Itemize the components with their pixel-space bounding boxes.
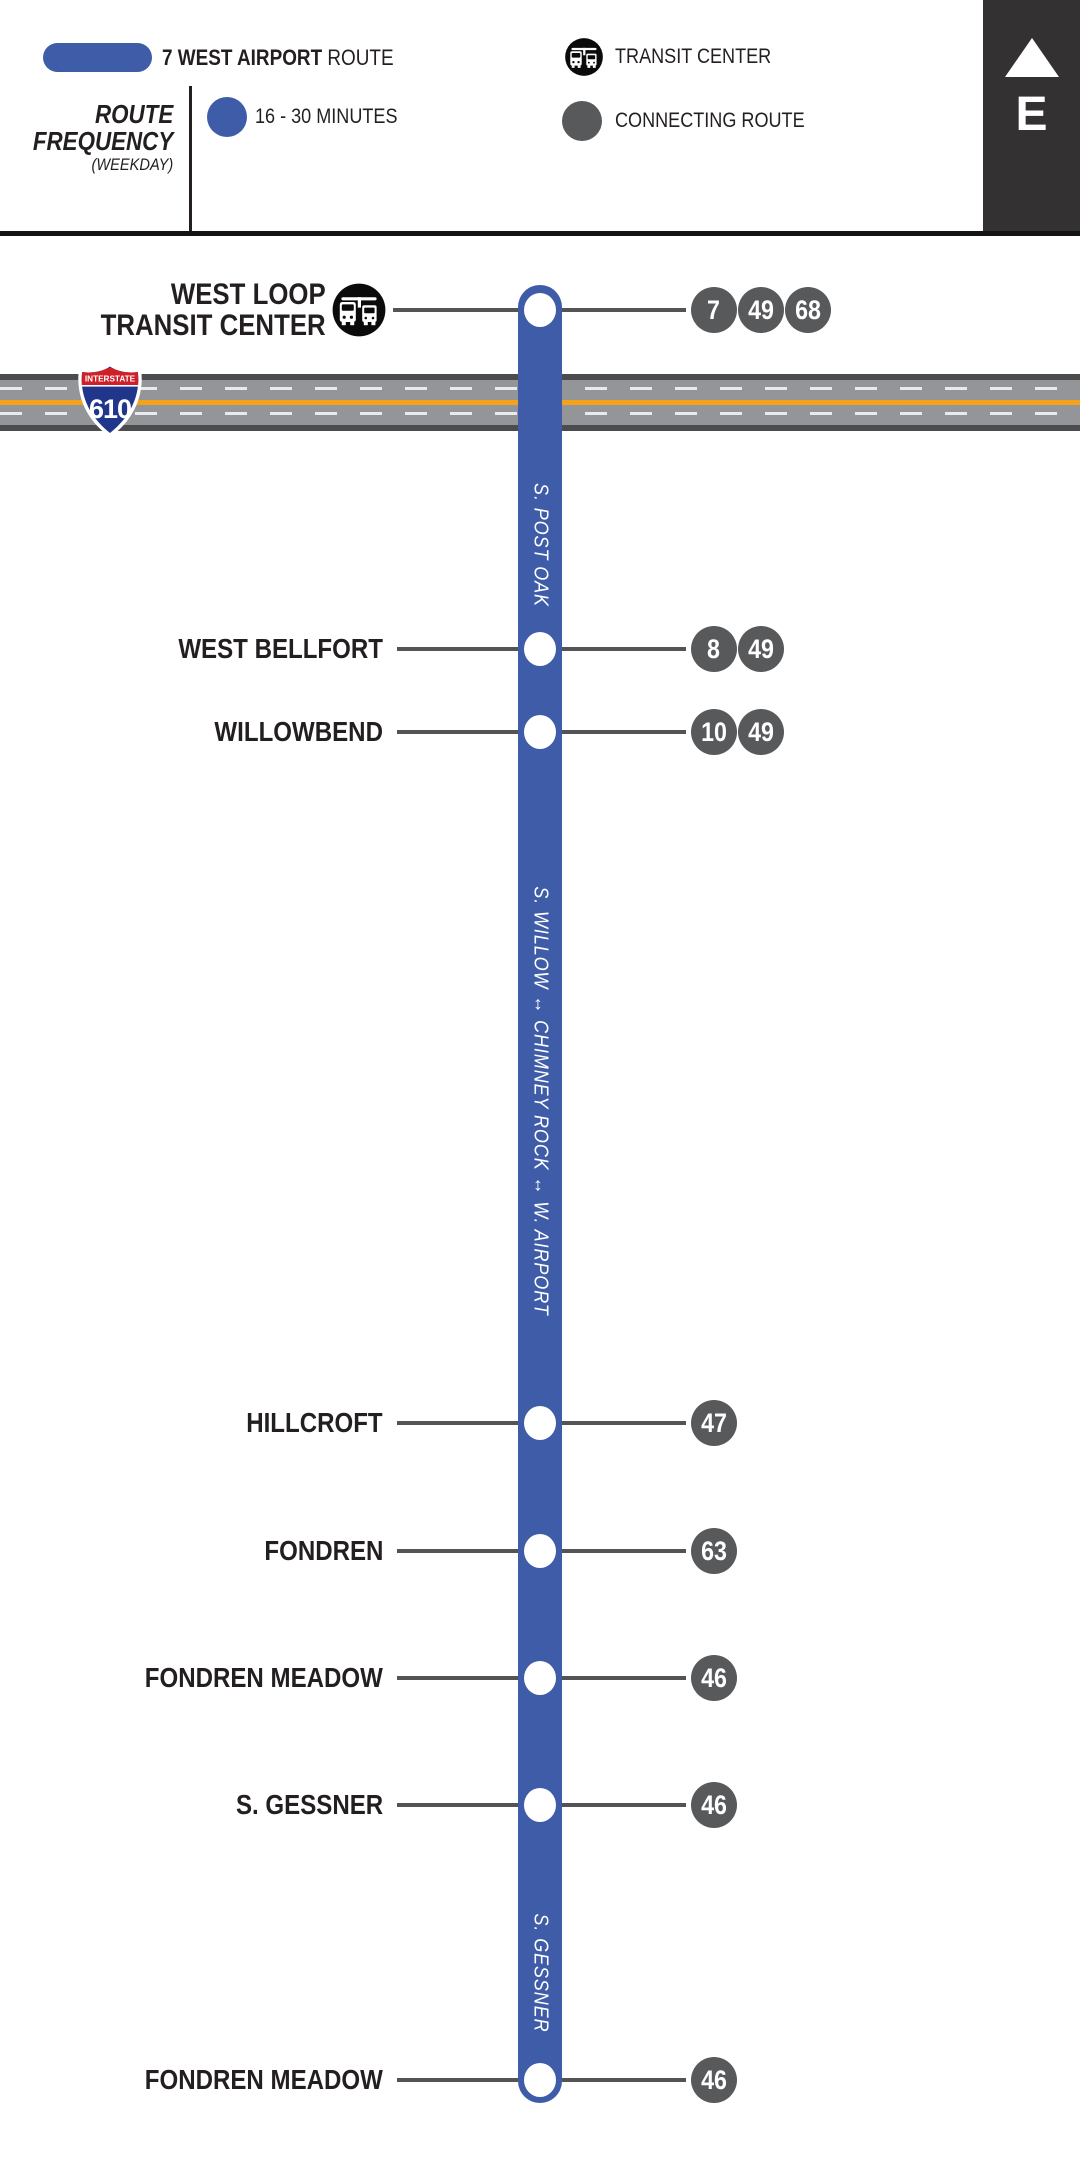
legend-divider [189, 86, 192, 231]
connecting-route-badge: 63 [691, 1528, 737, 1574]
stop-marker [524, 1788, 556, 1822]
route-frequency-block: ROUTE FREQUENCY (WEEKDAY) [0, 101, 173, 175]
connecting-route-badge: 49 [738, 626, 784, 672]
connecting-route-label: CONNECTING ROUTE [615, 109, 805, 132]
stop-marker [524, 632, 556, 666]
stop-connector-right [562, 2078, 686, 2082]
legend: 7 WEST AIRPORT ROUTE ROUTE FREQUENCY (WE… [0, 0, 1080, 236]
connecting-route-dot [562, 101, 602, 141]
connecting-route-badge: 47 [691, 1400, 737, 1446]
stop-connector-left [397, 1421, 518, 1425]
frequency-dot [207, 97, 247, 137]
connecting-route-badge: 46 [691, 1655, 737, 1701]
compass-letter: E [1015, 88, 1048, 141]
connecting-route-badge: 7 [691, 287, 737, 333]
stop-marker [524, 2063, 556, 2097]
shield-top-label: INTERSTATE [85, 375, 136, 384]
stop-connector-right [562, 1421, 686, 1425]
street-label: S. POST OAK [529, 483, 552, 607]
route-name-bold: 7 WEST AIRPORT [162, 45, 323, 70]
stop-connector-left [397, 1549, 518, 1553]
stop-connector-left [397, 1676, 518, 1680]
stop-label: FONDREN MEADOW [144, 2064, 383, 2095]
street-label: S. WILLOW ↔ CHIMNEY ROCK ↔ W. AIRPORT [529, 886, 552, 1316]
street-label: S. GESSNER [529, 1913, 552, 2033]
stop-marker [524, 1661, 556, 1695]
frequency-title-line1: ROUTE [94, 99, 173, 129]
route-line-swatch [43, 43, 152, 72]
stop-connector-left [397, 1803, 518, 1807]
stop-connector-left [397, 730, 518, 734]
connecting-route-badge: 10 [691, 709, 737, 755]
stop-connector-left [393, 308, 518, 312]
connecting-route-badge: 46 [691, 1782, 737, 1828]
connection-badges: 47 [691, 1400, 737, 1446]
transit-center-label: TRANSIT CENTER [615, 45, 772, 68]
stop-connector-left [397, 647, 518, 651]
stop-row: HILLCROFT 47 [0, 1400, 1080, 1446]
stop-row: FONDREN 63 [0, 1528, 1080, 1574]
north-arrow-icon [1004, 38, 1059, 77]
stop-connector-right [562, 730, 686, 734]
stop-row: FONDREN MEADOW 46 [0, 2057, 1080, 2103]
frequency-subtitle: (WEEKDAY) [91, 155, 173, 174]
stop-label: HILLCROFT [246, 1407, 383, 1438]
compass: E [983, 0, 1080, 231]
stop-connector-right [562, 647, 686, 651]
shield-number-label: 610 [89, 394, 131, 424]
stop-row: FONDREN MEADOW 46 [0, 1655, 1080, 1701]
stop-connector-right [562, 1803, 686, 1807]
connection-badges: 63 [691, 1528, 737, 1574]
connection-badges: 46 [691, 1782, 737, 1828]
frequency-value: 16 - 30 MINUTES [255, 105, 398, 128]
legend-bottom-rule [0, 231, 1080, 236]
stop-connector-right [562, 308, 686, 312]
interstate-610-shield-icon: INTERSTATE 610 [78, 363, 142, 437]
transit-center-icon [565, 38, 603, 76]
stop-label: WILLOWBEND [214, 716, 383, 747]
connection-badges: 46 [691, 1655, 737, 1701]
connecting-route-badge: 49 [738, 709, 784, 755]
connecting-route-badge: 49 [738, 287, 784, 333]
stop-label: S. GESSNER [235, 1789, 383, 1820]
stop-marker [524, 715, 556, 749]
stop-marker [524, 1534, 556, 1568]
connection-badges: 46 [691, 2057, 737, 2103]
connecting-route-badge: 8 [691, 626, 737, 672]
stop-label: FONDREN MEADOW [144, 1662, 383, 1693]
transit-center-icon [332, 283, 386, 337]
connecting-route-badge: 46 [691, 2057, 737, 2103]
route-name-rest: ROUTE [322, 45, 394, 70]
stop-marker [524, 1406, 556, 1440]
stop-label: FONDREN [263, 1535, 383, 1566]
stop-row: S. GESSNER 46 [0, 1782, 1080, 1828]
stop-label: WEST BELLFORT [178, 633, 383, 664]
frequency-title-line2: FREQUENCY [32, 126, 173, 156]
stop-marker [524, 293, 556, 327]
route-name: 7 WEST AIRPORT ROUTE [162, 43, 431, 72]
stop-connector-right [562, 1549, 686, 1553]
connecting-route-badge: 68 [785, 287, 831, 333]
stop-connector-right [562, 1676, 686, 1680]
stop-connector-left [397, 2078, 518, 2082]
